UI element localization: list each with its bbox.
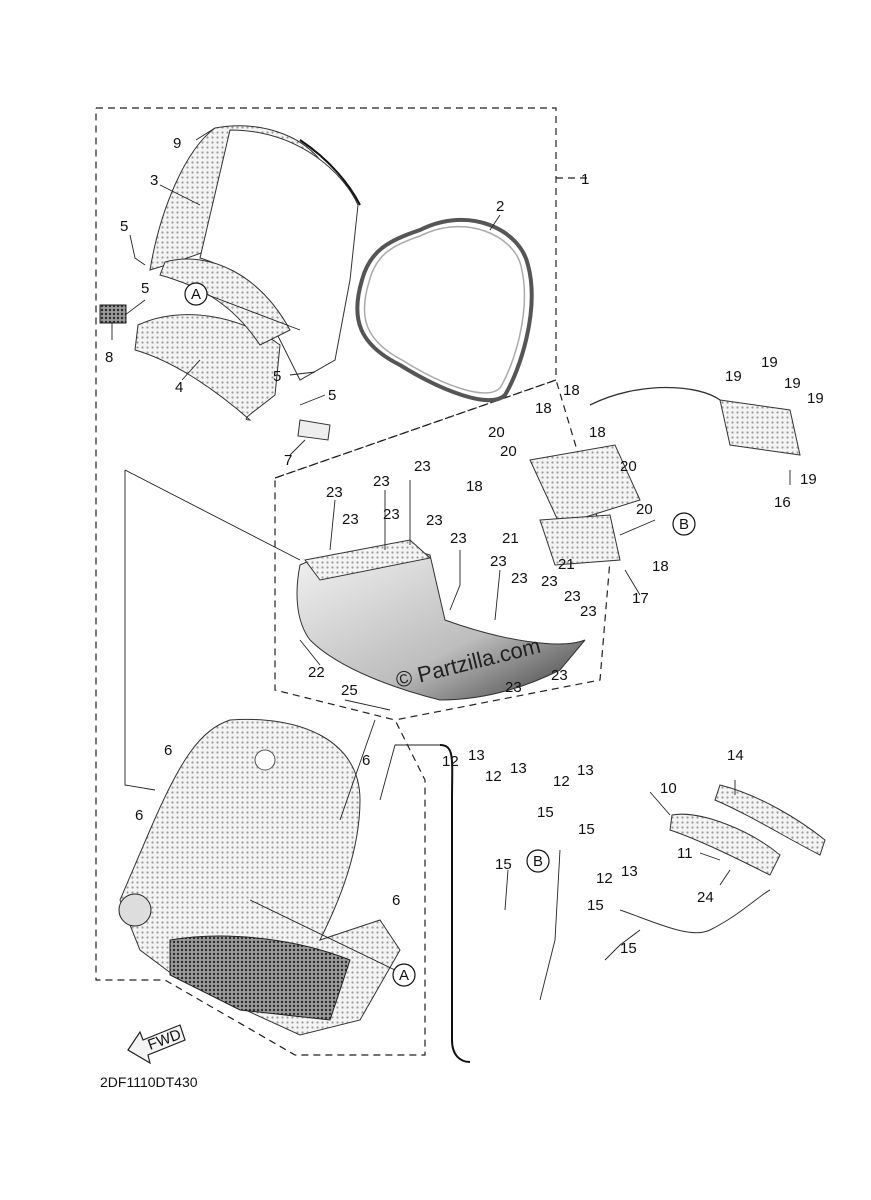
callout-23n: 23	[505, 679, 522, 696]
forward-direction-arrow: FWD	[127, 1024, 186, 1065]
callout-15b: 15	[578, 821, 595, 838]
leader-lines	[111, 127, 791, 1001]
callout-11: 11	[677, 845, 693, 862]
callout-3: 3	[150, 172, 158, 189]
callout-15e: 15	[620, 940, 637, 957]
callout-20c: 20	[620, 458, 637, 475]
callout-19b: 19	[761, 354, 778, 371]
seat-tray-part	[296, 539, 586, 701]
grab-handle-part	[619, 784, 826, 934]
callout-23f: 23	[426, 512, 443, 529]
callout-16: 16	[774, 494, 791, 511]
callout-23l: 23	[580, 603, 597, 620]
rear-bracket-part	[529, 386, 801, 566]
callout-13b: 13	[510, 760, 527, 777]
ref-marker-b-lower: B	[526, 849, 550, 873]
ref-marker-a-lower: A	[392, 963, 416, 987]
callout-6c: 6	[135, 807, 143, 824]
callout-23: 23	[414, 458, 431, 475]
callout-21: 21	[502, 530, 519, 547]
callout-23i: 23	[511, 570, 528, 587]
callout-19c: 19	[784, 375, 801, 392]
callout-10: 10	[660, 780, 677, 797]
callout-12d: 12	[596, 870, 613, 887]
fwd-label: FWD	[146, 1026, 184, 1054]
ref-marker-a-upper: A	[184, 282, 208, 306]
callout-13d: 13	[621, 863, 638, 880]
callouts: 1 2 3 4 5 5 5 5 6 6 6 6 7 8 9 10 11 12 1…	[105, 135, 824, 957]
callout-12c: 12	[553, 773, 570, 790]
svg-text:B: B	[533, 853, 543, 870]
callout-18: 18	[563, 382, 580, 399]
callout-14: 14	[727, 747, 744, 764]
callout-13c: 13	[577, 762, 594, 779]
callout-24: 24	[697, 889, 714, 906]
callout-6b: 6	[362, 752, 370, 769]
callout-22: 22	[308, 664, 325, 681]
callout-17: 17	[632, 590, 649, 607]
callout-18b: 18	[535, 400, 552, 417]
callout-7: 7	[284, 452, 292, 469]
seal-ring-part	[355, 217, 534, 403]
svg-text:A: A	[191, 286, 201, 303]
callout-18e: 18	[652, 558, 669, 575]
callout-6d: 6	[392, 892, 400, 909]
callout-19: 19	[725, 368, 742, 385]
callout-23d: 23	[383, 506, 400, 523]
svg-text:B: B	[679, 516, 689, 533]
callout-23e: 23	[342, 511, 359, 528]
drawing-code: 2DF1110DT430	[100, 1074, 198, 1090]
callout-5: 5	[120, 218, 128, 235]
callout-2: 2	[496, 198, 504, 215]
small-plate-part	[99, 304, 331, 441]
callout-4: 4	[175, 379, 183, 396]
callout-18d: 18	[466, 478, 483, 495]
callout-23c: 23	[326, 484, 343, 501]
callout-13: 13	[468, 747, 485, 764]
callout-25: 25	[341, 682, 358, 699]
callout-23b: 23	[373, 473, 390, 490]
callout-19d: 19	[807, 390, 824, 407]
front-cowl-part	[134, 258, 291, 421]
callout-15: 15	[537, 804, 554, 821]
callout-1: 1	[581, 171, 589, 188]
callout-5b: 5	[141, 280, 149, 297]
svg-text:A: A	[399, 967, 409, 984]
group-boundary-upper-cowl	[95, 107, 557, 1056]
callout-12: 12	[442, 753, 459, 770]
callout-8: 8	[105, 349, 113, 366]
callout-20d: 20	[636, 501, 653, 518]
callout-23h: 23	[490, 553, 507, 570]
callout-15c: 15	[495, 856, 512, 873]
callout-23k: 23	[564, 588, 581, 605]
callout-9: 9	[173, 135, 181, 152]
callout-23j: 23	[541, 573, 558, 590]
callout-5c: 5	[273, 368, 281, 385]
upper-shroud-part	[149, 125, 361, 381]
callout-6: 6	[164, 742, 172, 759]
callout-20b: 20	[500, 443, 517, 460]
callout-19e: 19	[800, 471, 817, 488]
callout-5d: 5	[328, 387, 336, 404]
callout-18c: 18	[589, 424, 606, 441]
callout-23m: 23	[551, 667, 568, 684]
callout-15d: 15	[587, 897, 604, 914]
callout-20: 20	[488, 424, 505, 441]
hull-body-part	[118, 718, 401, 1036]
callout-23g: 23	[450, 530, 467, 547]
ref-marker-b-upper: B	[672, 512, 696, 536]
callout-21b: 21	[558, 556, 575, 573]
callout-12b: 12	[485, 768, 502, 785]
